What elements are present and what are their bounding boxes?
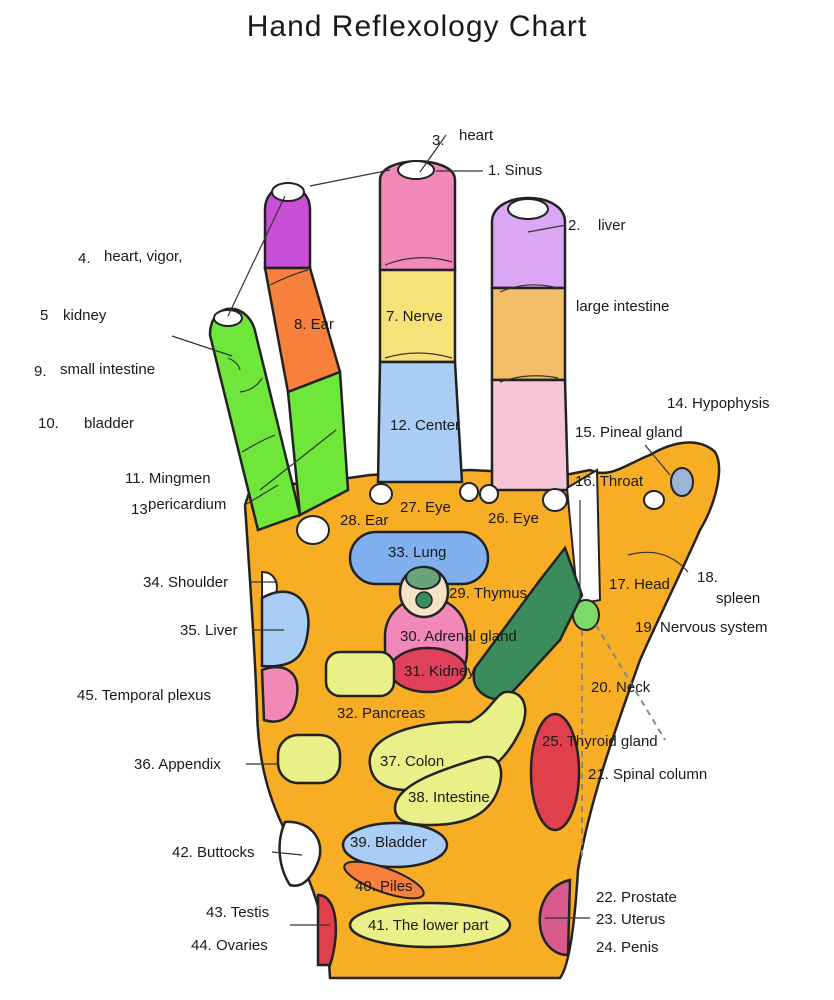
pineal-zone [643,490,665,510]
label-28: 28. Ear [340,512,388,529]
buttocks-zone [278,820,322,887]
labels: 3. heart 1. Sinus 2. liver 4. heart, vig… [34,127,770,956]
thymus-zone [405,566,441,590]
chart-title: Hand Reflexology Chart [246,10,588,43]
label-14: 14. Hypophysis [667,395,770,412]
label-37: 37. Colon [380,753,444,770]
temporal-plexus-zone [260,666,299,723]
label-36: 36. Appendix [134,756,221,773]
label-44: 44. Ovaries [191,937,268,954]
label-4: 4. [78,250,91,267]
label-2: 2. [568,217,581,234]
bladder-zone [341,821,449,869]
label-43: 43. Testis [206,904,269,921]
label-2-text: liver [598,217,626,234]
head-line [627,551,689,573]
label-30: 30. Adrenal gland [400,628,517,645]
label-42: 42. Buttocks [172,844,255,861]
label-40: 40. Piles [355,878,413,895]
index-finger [490,196,570,492]
liver-zone [260,590,310,668]
label-34: 34. Shoulder [143,574,228,591]
label-19: 19. Nervous system [635,619,768,636]
label-25: 25. Thyroid gland [542,733,658,750]
middle-tip-oval [397,160,435,180]
label-41: 41. The lower part [368,917,489,934]
middle-finger [376,160,464,484]
label-29: 29. Thymus [449,585,527,602]
label-11: 11. Mingmen [125,470,211,487]
ring-finger [263,182,350,517]
label-18-text: spleen [716,590,760,607]
piles-zone [343,860,425,900]
label-15: 15. Pineal gland [575,424,683,441]
appendix-zone [276,733,342,785]
pinky-finger [208,307,302,532]
label-3-text: heart [459,127,494,144]
thymus-spine-zone [472,545,584,702]
label-35: 35. Liver [180,622,238,639]
label-39: 39. Bladder [350,834,427,851]
label-13: 13 [131,501,148,518]
testis-zone [316,893,338,967]
leader-lines [171,134,671,926]
label-5: 5 [40,307,48,324]
label-5-text: kidney [63,307,107,324]
label-7: 7. Nerve [386,308,443,325]
thymus-dot [415,591,433,609]
label-23: 23. Uterus [596,911,665,928]
gap-circle [542,488,568,512]
label-9: 9. [34,363,47,380]
gap-circle [296,515,330,545]
label-1: 1. Sinus [488,162,542,179]
label-26: 26. Eye [488,510,539,527]
gap-circle [479,484,499,504]
label-24: 24. Penis [596,939,659,956]
thumb-gap [565,468,602,606]
thyroid-zone [529,712,581,832]
label-12: 12. Center [390,417,460,434]
label-18: 18. [697,569,718,586]
label-13-text: pericardium [148,496,226,513]
label-31: 31. Kidney [404,663,475,680]
label-20: 20. Neck [591,679,651,696]
label-17: 17. Head [609,576,670,593]
label-10-text: bladder [84,415,134,432]
label-8: 8. Ear [294,316,334,333]
gap-circle [459,482,479,502]
label-large-intestine: large intestine [576,298,669,315]
label-45: 45. Temporal plexus [77,687,211,704]
label-38: 38. Intestine [408,789,490,806]
label-9-text: small intestine [60,361,155,378]
pancreas-zone [324,650,396,698]
pinky-tip-oval [213,309,243,327]
hypophysis-zone [670,467,694,497]
ring-tip-oval [271,182,305,202]
label-16: 16. Throat [575,473,644,490]
label-22: 22. Prostate [596,889,677,906]
gap-circle [369,483,393,505]
label-10: 10. [38,415,59,432]
label-32: 32. Pancreas [337,705,425,722]
label-33: 33. Lung [388,544,446,561]
label-27: 27. Eye [400,499,451,516]
label-3: 3. [432,132,445,149]
label-4-text: heart, vigor, [104,248,182,265]
index-tip-oval [507,198,549,220]
label-21: 21. Spinal column [588,766,707,783]
lower-part-zone [348,901,512,949]
